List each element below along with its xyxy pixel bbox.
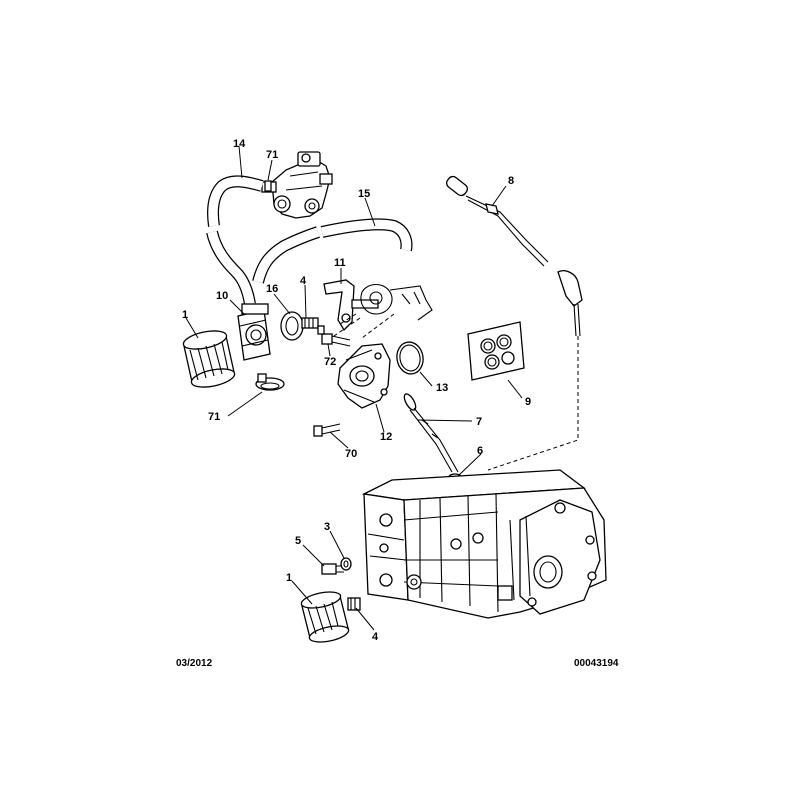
callout-72: 72 bbox=[324, 356, 336, 368]
callout-4-bottom: 4 bbox=[372, 631, 379, 643]
callout-14: 14 bbox=[233, 138, 246, 150]
seal-16 bbox=[280, 311, 304, 341]
oil-filter-upper bbox=[182, 330, 236, 388]
callout-6: 6 bbox=[477, 445, 483, 457]
hose-lower bbox=[206, 230, 256, 306]
callout-71-top: 71 bbox=[266, 149, 278, 161]
callout-labels: 14 71 15 8 11 10 16 4 1 72 13 9 71 7 12 … bbox=[182, 138, 531, 643]
callout-9: 9 bbox=[525, 396, 531, 408]
callout-15: 15 bbox=[358, 188, 370, 200]
union-4-top bbox=[301, 317, 319, 329]
callout-10: 10 bbox=[216, 290, 228, 302]
bracket-11 bbox=[323, 279, 379, 332]
leader-lines bbox=[185, 145, 523, 631]
thermostat-housing bbox=[261, 151, 333, 219]
bolts-72 bbox=[317, 325, 351, 347]
hose-15 bbox=[252, 218, 413, 284]
o-ring-13 bbox=[396, 341, 424, 375]
mount-flange bbox=[333, 283, 433, 339]
engine-block bbox=[361, 469, 607, 619]
callout-16: 16 bbox=[266, 283, 278, 295]
hose-clamp-71 bbox=[255, 373, 285, 391]
washer-3 bbox=[340, 557, 352, 571]
callout-71-bottom: 71 bbox=[208, 411, 220, 423]
callout-1-bottom: 1 bbox=[286, 572, 292, 584]
dipstick-tube-7 bbox=[403, 393, 459, 473]
gasket-9 bbox=[467, 321, 525, 381]
callout-8: 8 bbox=[508, 175, 514, 187]
hose-14 bbox=[207, 175, 264, 227]
union-4-bottom bbox=[347, 597, 361, 611]
callout-1-top: 1 bbox=[182, 309, 188, 321]
callout-4-top: 4 bbox=[300, 275, 307, 287]
callout-13: 13 bbox=[436, 382, 448, 394]
dipstick-8 bbox=[446, 175, 583, 337]
callout-12: 12 bbox=[380, 431, 392, 443]
callout-5: 5 bbox=[295, 535, 301, 547]
footer-date: 03/2012 bbox=[176, 658, 213, 669]
housing-12 bbox=[337, 343, 391, 409]
callout-70: 70 bbox=[345, 448, 357, 460]
footer-reference: 00043194 bbox=[574, 658, 619, 669]
hose-clip-top bbox=[264, 180, 272, 192]
callout-3: 3 bbox=[324, 521, 330, 533]
callout-7: 7 bbox=[476, 416, 482, 428]
callout-11: 11 bbox=[334, 257, 346, 269]
oil-cooler-10 bbox=[237, 303, 271, 361]
bolt-70 bbox=[313, 423, 341, 437]
oil-filter-lower bbox=[300, 591, 350, 643]
